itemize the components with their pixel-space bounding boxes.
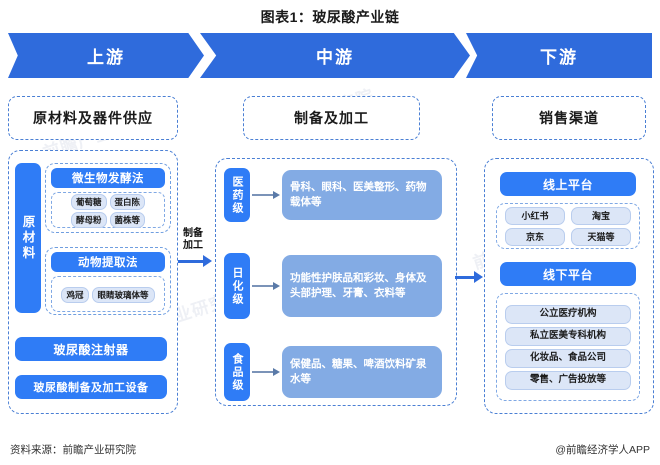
list-item: 京东 bbox=[505, 227, 565, 246]
method-group-fermentation: 微生物发酵法 葡萄糖 蛋白陈 酵母粉 菌株等 bbox=[45, 163, 171, 233]
grade-tag-food: 食品级 bbox=[224, 343, 250, 401]
upstream-header: 原材料及器件供应 bbox=[8, 96, 178, 140]
offline-platform-list: 公立医疗机构 私立医美专科机构 化妆品、食品公司 零售、广告投放等 bbox=[496, 293, 640, 401]
list-item: 眼睛玻璃体等 bbox=[91, 286, 155, 303]
arrow-grade-cosmetic bbox=[252, 282, 280, 290]
footer: 资料来源：前瞻产业研究院 @前瞻经济学人APP bbox=[10, 442, 650, 457]
list-item: 葡萄糖 bbox=[70, 193, 107, 210]
downstream-header: 销售渠道 bbox=[492, 96, 646, 140]
equipment-injector: 玻尿酸注射器 bbox=[15, 337, 167, 361]
list-item: 私立医美专科机构 bbox=[505, 326, 631, 346]
animal-extraction-material-list: 鸡冠 眼睛玻璃体等 bbox=[51, 276, 165, 312]
grade-row-medical: 医药级 骨科、眼科、医美整形、药物载体等 bbox=[224, 168, 442, 222]
method-title-animal-extraction: 动物提取法 bbox=[51, 252, 165, 272]
list-item: 小红书 bbox=[505, 206, 565, 225]
banner-upstream: 上游 bbox=[8, 33, 204, 78]
list-item: 淘宝 bbox=[571, 206, 631, 225]
grade-description-cosmetic: 功能性护肤品和彩妆、身体及头部护理、牙膏、衣料等 bbox=[282, 255, 442, 317]
arrow-upstream-to-midstream bbox=[178, 255, 212, 267]
grade-row-food: 食品级 保健品、糖果、啤酒饮料矿泉水等 bbox=[224, 343, 442, 401]
method-title-fermentation: 微生物发酵法 bbox=[51, 168, 165, 188]
list-item: 酵母粉 bbox=[70, 211, 107, 228]
connector-label-processing: 制备加工 bbox=[183, 228, 203, 251]
equipment-production-machinery: 玻尿酸制备及加工设备 bbox=[15, 375, 167, 399]
grade-tag-cosmetic: 日化级 bbox=[224, 253, 250, 319]
midstream-header: 制备及加工 bbox=[243, 96, 420, 140]
banner-downstream: 下游 bbox=[466, 33, 652, 78]
list-item: 公立医疗机构 bbox=[505, 304, 631, 324]
list-item: 化妆品、食品公司 bbox=[505, 348, 631, 368]
credit-text: @前瞻经济学人APP bbox=[555, 444, 650, 456]
source-text: 资料来源：前瞻产业研究院 bbox=[10, 444, 136, 456]
arrow-grade-food bbox=[252, 368, 280, 376]
arrow-midstream-to-downstream bbox=[455, 271, 483, 283]
arrow-grade-medical bbox=[252, 191, 280, 199]
list-item: 鸡冠 bbox=[61, 286, 89, 303]
banner-midstream: 中游 bbox=[200, 33, 470, 78]
raw-material-label: 原材料 bbox=[15, 163, 41, 313]
grade-description-medical: 骨科、眼科、医美整形、药物载体等 bbox=[282, 170, 442, 220]
grade-row-cosmetic: 日化级 功能性护肤品和彩妆、身体及头部护理、牙膏、衣料等 bbox=[224, 253, 442, 319]
method-group-animal-extraction: 动物提取法 鸡冠 眼睛玻璃体等 bbox=[45, 247, 171, 315]
list-item: 零售、广告投放等 bbox=[505, 370, 631, 390]
online-platform-list: 小红书 淘宝 京东 天猫等 bbox=[496, 203, 640, 249]
grade-description-food: 保健品、糖果、啤酒饮料矿泉水等 bbox=[282, 346, 442, 398]
fermentation-material-list: 葡萄糖 蛋白陈 酵母粉 菌株等 bbox=[51, 192, 165, 228]
list-item: 蛋白陈 bbox=[109, 193, 146, 210]
channel-title-online: 线上平台 bbox=[500, 172, 636, 196]
channel-title-offline: 线下平台 bbox=[500, 262, 636, 286]
grade-tag-medical: 医药级 bbox=[224, 168, 250, 222]
list-item: 菌株等 bbox=[109, 211, 146, 228]
page-title: 图表1：玻尿酸产业链 bbox=[260, 9, 400, 25]
stage-banner-row: 上游 中游 下游 bbox=[8, 33, 652, 78]
list-item: 天猫等 bbox=[571, 227, 631, 246]
